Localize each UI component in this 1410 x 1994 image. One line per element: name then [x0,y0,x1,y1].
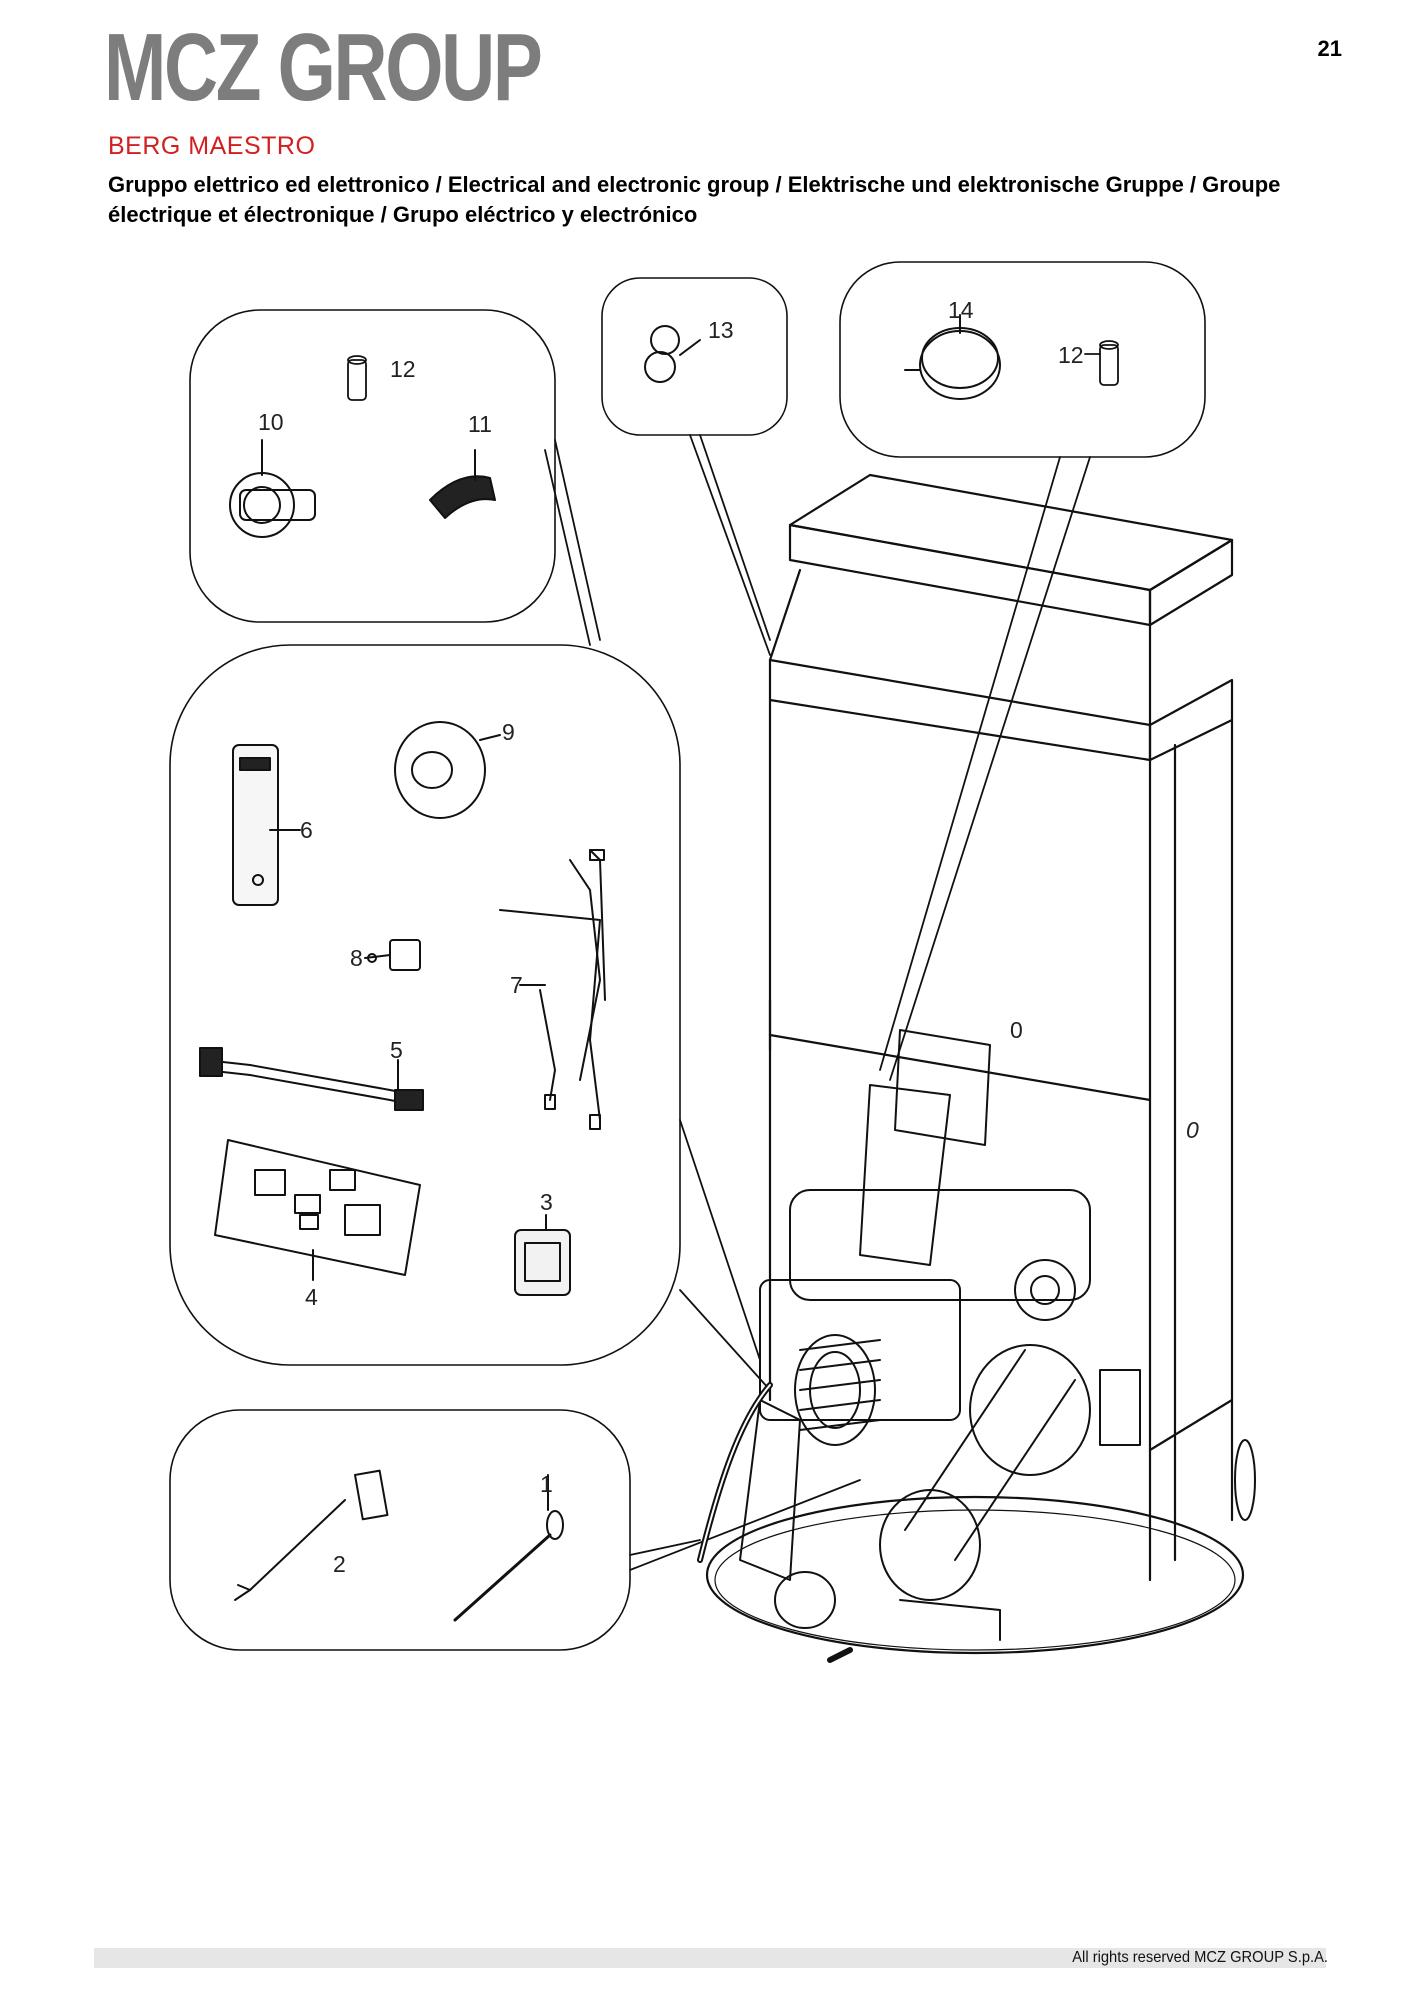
detail-panel-sensors [189,309,556,623]
callout-0-top: 0 [1010,1017,1023,1043]
callout-0-side: 0 [1186,1117,1199,1143]
mcz-group-logo: MCZ GROUP [104,14,543,121]
callout-6: 6 [300,817,313,843]
callout-10: 10 [258,409,284,435]
callout-12-right: 12 [1058,342,1084,368]
callout-11: 11 [468,411,492,437]
part-13-thermostat [644,325,701,383]
part-2-probe [234,1469,389,1601]
part-3-fuse-holder [514,1214,571,1296]
callout-2: 2 [333,1551,346,1577]
part-14-pressure-switch [904,314,1001,400]
callout-3: 3 [540,1189,553,1215]
callout-7: 7 [510,972,523,998]
callout-1: 1 [540,1471,553,1497]
burner-assembly [697,1029,1256,1663]
part-6-control-panel [232,744,301,906]
detail-panel-thermostat [601,277,788,436]
callout-4: 4 [305,1284,318,1310]
part-12-cartridge [347,355,367,401]
part-12-cartridge-right [1084,340,1119,386]
footer-bar [94,1948,1326,1968]
part-10-pressure-sensor [229,439,316,538]
copyright-text: All rights reserved MCZ GROUP S.p.A. [1072,1949,1328,1966]
callout-8: 8 [350,945,363,971]
callout-13: 13 [708,317,734,343]
part-9-cover [394,721,501,819]
callout-14: 14 [948,297,974,323]
part-8-connector [364,939,421,971]
part-11-clamp [429,449,496,519]
callout-5: 5 [390,1037,403,1063]
stove-base [705,1495,1245,1655]
part-1-probe [453,1474,564,1622]
part-4-mainboard [214,1139,421,1281]
detail-panel-electronics [169,644,681,1366]
detail-panel-probes [169,1409,631,1651]
stove-body [768,473,1234,1582]
detail-panel-pressure-switch [839,261,1206,458]
callout-9: 9 [502,719,515,745]
section-subtitle: Gruppo elettrico ed elettronico / Electr… [108,172,1281,227]
leader-lines [544,434,1091,1571]
page-number: 21 [1317,36,1342,61]
part-7-wiring-harness [499,849,606,1130]
part-5-ribbon-cable [199,1047,424,1111]
callout-12-left: 12 [390,356,416,382]
model-title: BERG MAESTRO [108,132,316,160]
